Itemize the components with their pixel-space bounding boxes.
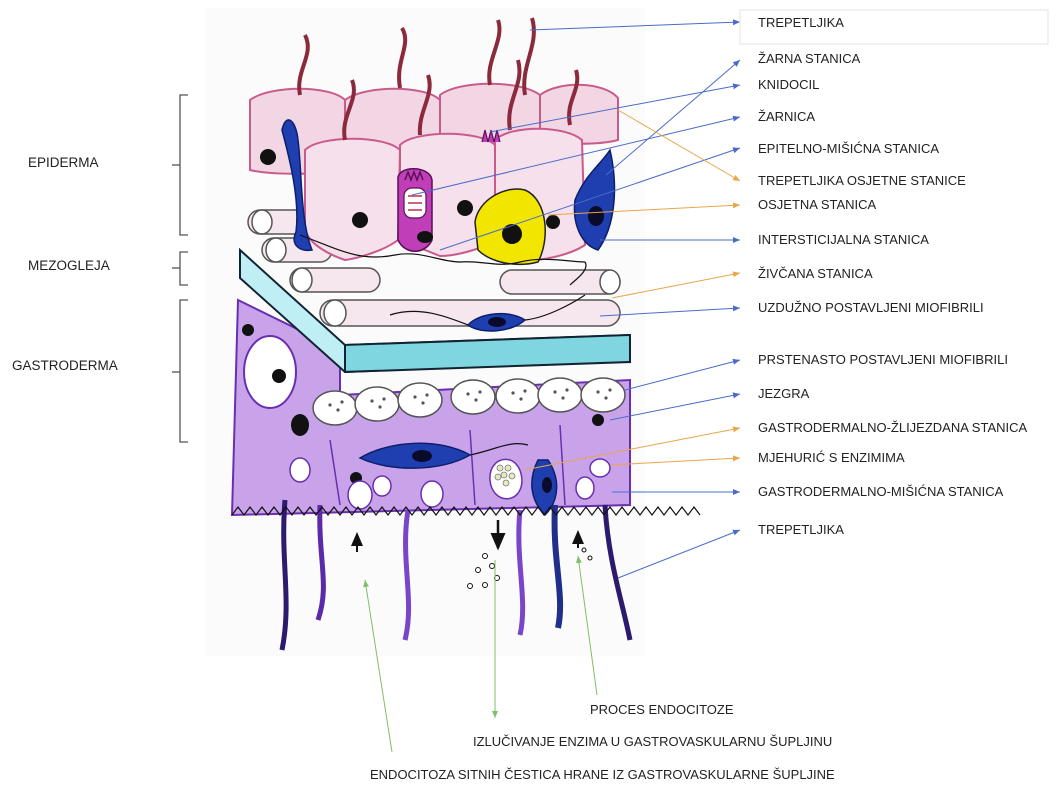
label-zivcana-stanica: ŽIVČANA STANICA [758, 266, 873, 281]
label-epiderma: EPIDERMA [28, 155, 99, 170]
label-trepetljika-top: TREPETLJIKA [758, 15, 844, 30]
label-prstenasto-miofibrili: PRSTENASTO POSTAVLJENI MIOFIBRILI [758, 352, 1008, 367]
label-trepetljika-osjetne: TREPETLJIKA OSJETNE STANICE [758, 173, 966, 188]
label-izlucivanje-enzima: IZLUČIVANJE ENZIMA U GASTROVASKULARNU ŠU… [473, 734, 832, 749]
label-mezogleja: MEZOGLEJA [28, 258, 110, 273]
label-uzduzno-miofibrili: UZDUŽNO POSTAVLJENI MIOFIBRILI [758, 300, 984, 315]
label-trepetljika-bottom: TREPETLJIKA [758, 522, 844, 537]
right-labels: TREPETLJIKA ŽARNA STANICA KNIDOCIL ŽARNI… [758, 15, 1028, 537]
label-gastrodermalno-misicna: GASTRODERMALNO-MIŠIĆNA STANICA [758, 484, 1004, 499]
label-intersticijalna: INTERSTICIJALNA STANICA [758, 232, 929, 247]
label-knidocil: KNIDOCIL [758, 77, 819, 92]
label-osjetna-stanica: OSJETNA STANICA [758, 197, 877, 212]
label-gastrodermalno-zlijezdana: GASTRODERMALNO-ŽLIJEZDANA STANICA [758, 420, 1028, 435]
label-zarna-stanica: ŽARNA STANICA [758, 51, 861, 66]
bottom-labels: PROCES ENDOCITOZE IZLUČIVANJE ENZIMA U G… [370, 702, 835, 782]
label-jezgra: JEZGRA [758, 386, 810, 401]
label-zarnica: ŽARNICA [758, 109, 815, 124]
label-mjehuric-enzimi: MJEHURIĆ S ENZIMIMA [758, 450, 905, 465]
label-gastroderma: GASTRODERMA [12, 358, 118, 373]
left-brackets [172, 95, 188, 442]
label-endocitoza-cestica: ENDOCITOZA SITNIH ČESTICA HRANE IZ GASTR… [370, 767, 835, 782]
label-proces-endocitoze: PROCES ENDOCITOZE [590, 702, 734, 717]
label-epitelno-misicna: EPITELNO-MIŠIĆNA STANICA [758, 141, 939, 156]
